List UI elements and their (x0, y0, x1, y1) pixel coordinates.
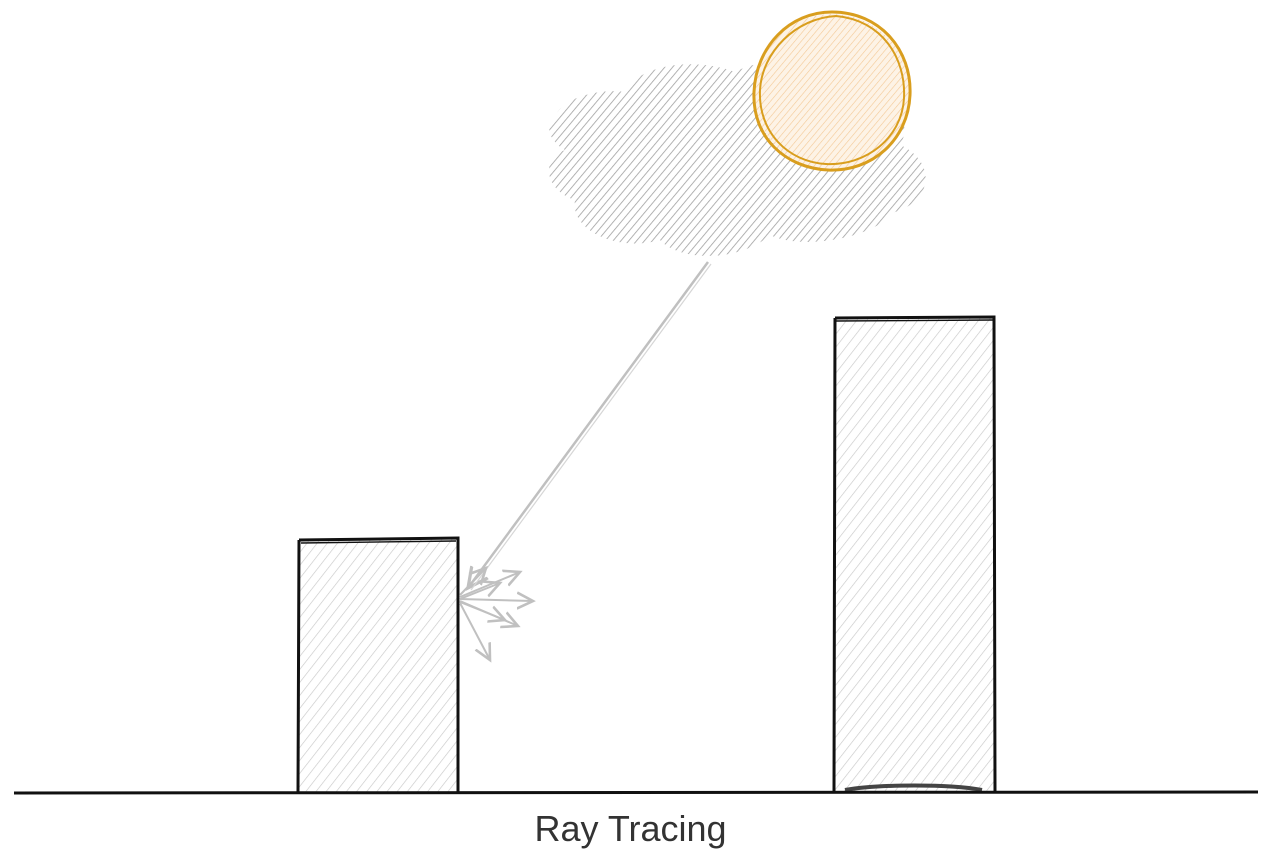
scattered-rays (459, 568, 533, 660)
diagram-caption: Ray Tracing (534, 808, 727, 849)
ground-line (13, 790, 1259, 795)
building-right (832, 315, 997, 793)
sun-icon (752, 10, 912, 172)
sun-ray (468, 261, 712, 590)
building-left (296, 536, 460, 793)
